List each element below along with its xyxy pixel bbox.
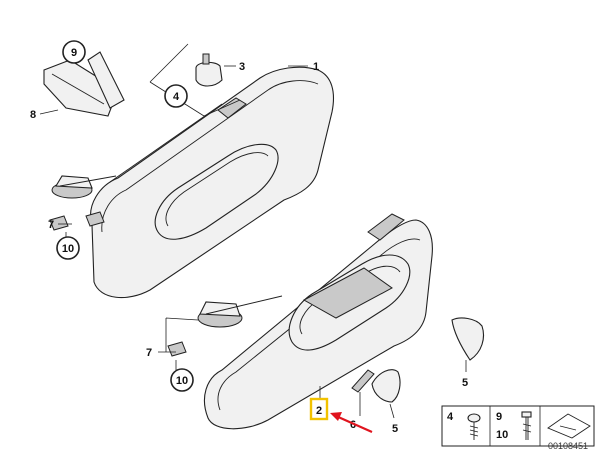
visor-pivot-lower [197,295,283,328]
clip-parts-upper [49,211,105,231]
mounting-bracket [43,51,125,117]
callout-5b: 5 [392,423,398,435]
callout-7a: 7 [48,219,54,231]
callout-4: 4 [173,91,180,103]
callout-circle-10b [170,368,194,392]
red-arrow-icon [330,412,373,434]
end-cap-5b[interactable] [371,369,401,403]
callout-2[interactable]: 2 [316,405,322,417]
callout-10b: 10 [176,375,188,387]
legend-label-4: 4 [447,411,454,423]
callout-9: 9 [71,47,77,59]
callout-3: 3 [239,61,245,73]
callout-1: 1 [313,61,319,73]
bracket-outline-icon [547,413,591,439]
callout-2-highlight-box [309,397,329,421]
fastener-legend: 4 9 10 [441,405,595,447]
callout-5a: 5 [462,377,468,389]
callout-circle-10a [56,236,80,260]
screw-6 [351,369,375,393]
callout-8: 8 [30,109,36,121]
callout-6: 6 [350,419,356,431]
callout-circle-9 [62,40,86,64]
screw-icon [467,413,481,440]
drawing-number: 00108451 [548,441,588,449]
callout-circle-4 [164,84,188,108]
sun-visor-lower[interactable] [204,213,433,430]
visor-clip-upper [195,53,223,87]
callout-10a: 10 [62,243,74,255]
sun-visor-upper[interactable] [90,66,335,299]
end-cap-5a[interactable] [451,317,485,361]
clip-parts-lower [167,341,187,357]
legend-label-10: 10 [496,429,508,441]
visor-pivot-upper [51,175,117,199]
callout-7b: 7 [146,347,152,359]
legend-label-9: 9 [496,411,502,423]
guide-lines-lower [165,317,199,352]
bolt-icon [521,411,532,440]
